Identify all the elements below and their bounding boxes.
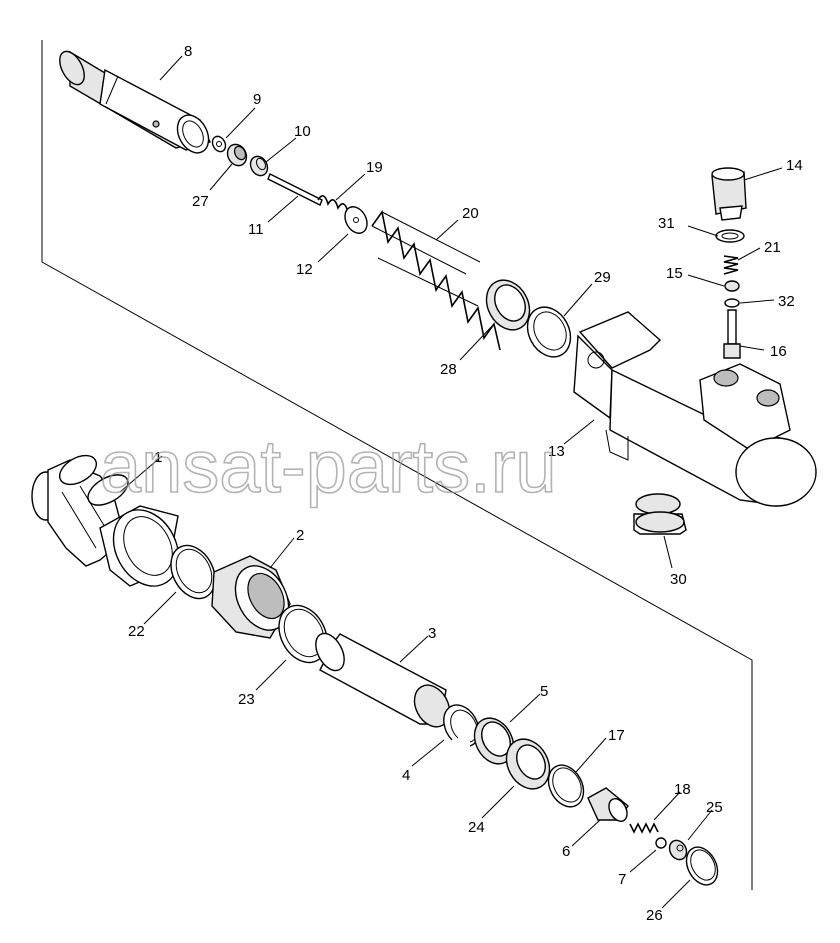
part-27-nut [226,143,248,167]
callout-labels: 8 9 10 27 11 19 12 20 28 29 13 14 31 21 … [128,43,803,924]
callout-6: 6 [562,843,570,860]
diagram-frame [41,40,753,890]
part-21-small-spring [723,255,739,275]
part-30-plug [633,493,687,535]
callout-31: 31 [658,215,675,232]
part-4-snap-ring [443,704,480,747]
callout-16: 16 [770,343,787,360]
callout-15: 15 [666,265,683,282]
part-1-boot [31,454,129,567]
callout-4: 4 [402,767,410,784]
callout-23: 23 [238,691,255,708]
callout-26: 26 [646,907,663,924]
callout-5: 5 [540,683,548,700]
callout-24: 24 [468,819,485,836]
callout-17: 17 [608,727,625,744]
callout-1: 1 [154,449,162,466]
part-32-small-ring [724,298,740,308]
part-28-ring [485,279,531,331]
callout-12: 12 [296,261,313,278]
callout-28: 28 [440,361,457,378]
part-3-tube [315,632,451,728]
part-8-sleeve [59,50,211,154]
callout-8: 8 [184,43,192,60]
part-29-seal-ring [526,306,572,358]
callout-7: 7 [618,871,626,888]
part-14-cap-nut [711,167,747,221]
callout-3: 3 [428,625,436,642]
callout-2: 2 [296,527,304,544]
part-7-ball [655,837,667,849]
callout-9: 9 [253,91,261,108]
callout-13: 13 [548,443,565,460]
callout-30: 30 [670,571,687,588]
part-13-cylinder-body [573,311,817,507]
part-2-guide [211,555,291,639]
part-9-washer [211,135,227,153]
part-5-seal [473,717,515,765]
callout-22: 22 [128,623,145,640]
callout-14: 14 [786,157,803,174]
part-22-ring [170,544,216,600]
part-26-o-ring [685,846,719,886]
part-19-small-spring [317,195,349,213]
callout-11: 11 [248,221,264,238]
part-24-bushing [505,738,551,790]
callout-18: 18 [674,781,691,798]
part-11-pin [267,173,323,206]
part-20-large-spring [371,210,501,351]
callout-32: 32 [778,293,795,310]
part-16-pushrod [723,309,741,359]
part-17-o-ring [547,764,585,808]
watermark-text: ansat-parts.ru [100,425,557,508]
part-10-bushing [249,155,269,177]
leader-lines [119,55,783,909]
callout-19: 19 [366,159,383,176]
part-12-disc [344,206,368,234]
callout-25: 25 [706,799,723,816]
part-6-plunger [587,787,629,822]
part-18-spring [629,822,659,834]
part-15-ball [724,280,740,292]
callout-27: 27 [192,193,209,210]
part-1-large-ring [99,505,180,587]
part-25-nut [668,839,688,861]
callout-20: 20 [462,205,479,222]
callout-10: 10 [294,123,311,140]
part-31-washer [715,229,745,243]
callout-21: 21 [764,239,781,256]
callout-29: 29 [594,269,611,286]
part-23-ring [278,604,328,664]
